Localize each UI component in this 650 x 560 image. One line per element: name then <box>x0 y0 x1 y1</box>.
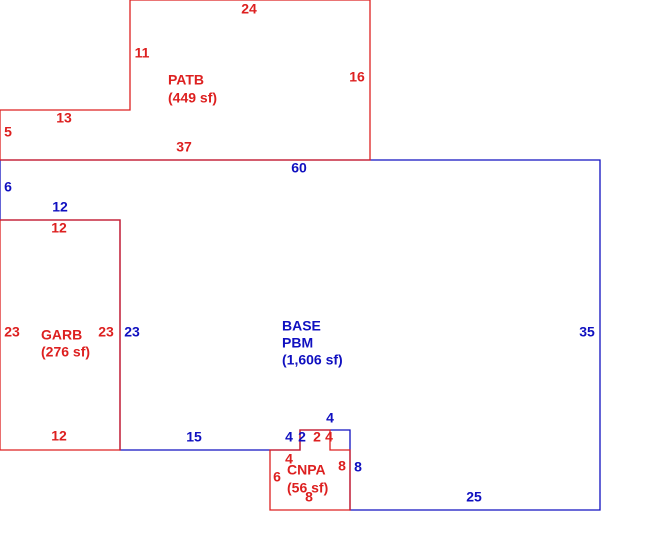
cnpa-dimension-label: 8 <box>338 458 346 474</box>
garb-area-label: (276 sf) <box>41 344 90 360</box>
cnpa-dimension-label: 8 <box>305 489 313 505</box>
patb-dimension-label: 13 <box>56 110 72 126</box>
garb-dimension-label: 12 <box>51 428 67 444</box>
base-dimension-label: 60 <box>291 160 307 176</box>
patb-area-label: (449 sf) <box>168 90 217 106</box>
cnpa-area-label: (56 sf) <box>287 480 328 496</box>
base-dimension-label: 8 <box>354 459 362 475</box>
cnpa-dimension-label: 4 <box>285 451 293 467</box>
patb-dimension-label: 24 <box>241 1 257 17</box>
base-dimension-label: 15 <box>186 429 202 445</box>
base-code-label: PBM <box>282 335 313 351</box>
garb-outline <box>0 219 121 451</box>
base-dimension-label: 4 <box>326 410 334 426</box>
base-dimension-label: 35 <box>579 324 595 340</box>
patb-dimension-label: 5 <box>4 124 12 140</box>
base-name-label: BASE <box>282 318 321 334</box>
base-dimension-label: 23 <box>124 324 140 340</box>
patb-dimension-label: 16 <box>349 69 365 85</box>
garb-name-label: GARB <box>41 327 82 343</box>
base-dimension-label: 4 <box>285 429 293 445</box>
cnpa-dimension-label: 2 <box>313 429 321 445</box>
cnpa-outline <box>269 429 351 511</box>
garb-dimension-label: 23 <box>98 324 114 340</box>
garb-dimension-label: 23 <box>4 324 20 340</box>
base-area-label: (1,606 sf) <box>282 352 343 368</box>
base-dimension-label: 12 <box>52 199 68 215</box>
base-dimension-label: 25 <box>466 489 482 505</box>
cnpa-dimension-label: 6 <box>273 469 281 485</box>
base-dimension-label: 2 <box>298 429 306 445</box>
patb-outline <box>0 0 371 161</box>
patb-dimension-label: 37 <box>176 139 192 155</box>
cnpa-dimension-label: 4 <box>325 429 333 445</box>
garb-dimension-label: 12 <box>51 220 67 236</box>
cnpa-name-label: CNPA <box>287 462 326 478</box>
base-dimension-label: 6 <box>4 179 12 195</box>
patb-name-label: PATB <box>168 72 204 88</box>
patb-dimension-label: 11 <box>135 45 150 61</box>
